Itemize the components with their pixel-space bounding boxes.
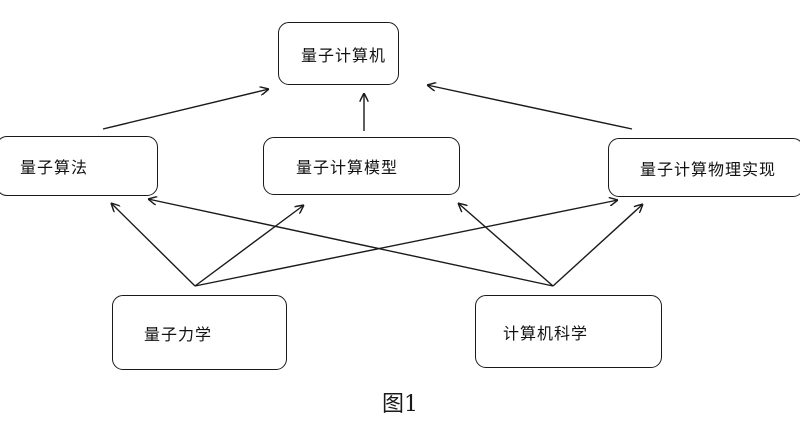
node-quantum-computing-model-label: 量子计算模型 [296, 158, 399, 177]
edge-mechanics-to-algorithm [111, 203, 196, 287]
node-quantum-mechanics-label: 量子力学 [144, 324, 213, 344]
node-quantum-computer: 量子计算机 [278, 22, 399, 85]
node-quantum-computer-label: 量子计算机 [301, 45, 387, 65]
node-quantum-algorithm: 量子算法 [0, 136, 158, 196]
node-quantum-algorithm-label: 量子算法 [20, 158, 89, 177]
node-computer-science-label: 计算机科学 [503, 323, 589, 343]
node-quantum-computing-model: 量子计算模型 [263, 137, 460, 195]
edge-physical-to-computer [427, 85, 633, 130]
edge-science-to-model [458, 203, 554, 287]
edge-mechanics-to-physical [194, 200, 618, 287]
node-quantum-physical-implementation: 量子计算物理实现 [608, 138, 800, 197]
node-quantum-mechanics: 量子力学 [112, 295, 287, 370]
figure-caption: 图1 [382, 392, 418, 417]
edge-mechanics-to-model [194, 205, 304, 287]
edge-algorithm-to-computer [102, 89, 269, 130]
edge-science-to-algorithm [148, 199, 554, 287]
node-computer-science: 计算机科学 [475, 295, 662, 368]
node-quantum-physical-implementation-label: 量子计算物理实现 [640, 159, 777, 179]
edge-science-to-physical [552, 204, 643, 287]
